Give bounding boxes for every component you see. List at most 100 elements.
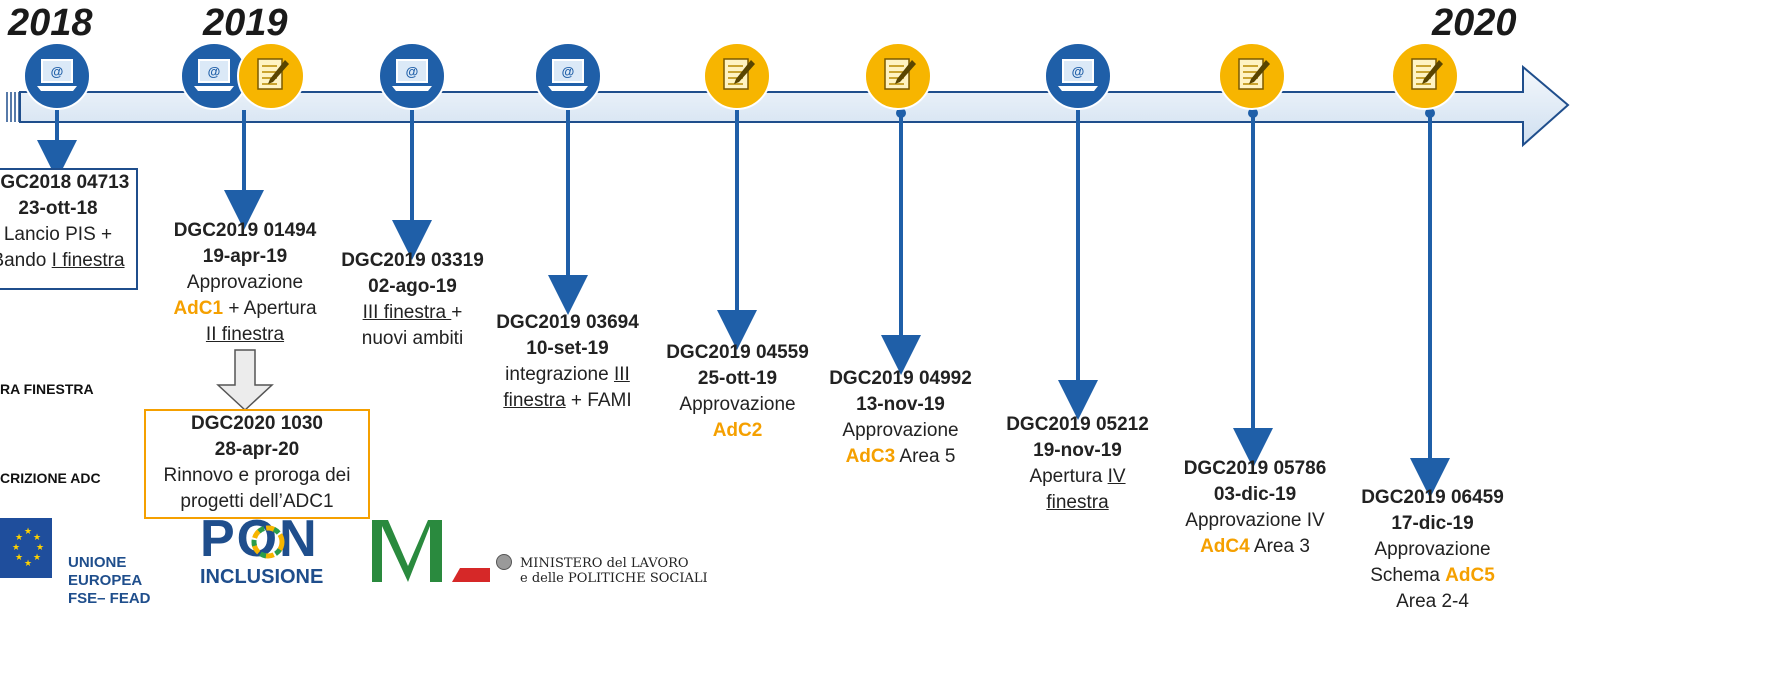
event-description-line: progetti dell’ADC1 [146,489,368,515]
event-date: 25-ott-19 [697,368,778,389]
svg-text:@: @ [406,64,419,79]
year-2020: 2020 [1432,2,1517,44]
event-description-line: AdC1 + Apertura [160,296,330,322]
document-pen-icon [703,42,771,110]
event-date: 02-ago-19 [368,276,457,297]
event-description-line: Approvazione [160,270,330,296]
event-date: 19-apr-19 [202,246,288,267]
svg-text:★: ★ [24,558,32,568]
event-description-line: Approvazione [655,392,820,418]
ministry-label-1: MINISTERO del LAVORO [520,556,689,571]
event-description-line: Apertura IV [995,464,1160,490]
description-text: III finestra [362,302,452,323]
event-description-line: Approvazione IV [1170,508,1340,534]
event-description-line: Area 2-4 [1350,589,1515,615]
description-text: Apertura [1029,466,1108,487]
event-code: DGC2019 03319 [341,250,484,271]
description-text: Rinnovo e proroga dei [163,465,351,486]
event-code: DGC2019 04992 [829,368,972,389]
pon-label: PON [200,510,319,568]
event-date: 17-dic-19 [1391,513,1474,534]
svg-text:@: @ [208,64,221,79]
event-code: DGC2019 06459 [1361,487,1504,508]
eu-flag-icon [0,518,52,578]
legend-finestra: RA FINESTRA [0,381,94,397]
description-text: IV [1107,466,1126,487]
description-text: Lancio PIS + [3,224,113,245]
extension-arrow [216,349,274,412]
event-description-line: Schema AdC5 [1350,563,1515,589]
svg-text:★: ★ [33,552,41,562]
description-text: Area 3 [1249,536,1310,557]
laptop-icon: @ [534,42,602,110]
description-text: Bando [0,250,47,271]
svg-text:★: ★ [33,532,41,542]
description-text: + [451,302,463,323]
event-description-line: finestra + FAMI [485,388,650,414]
description-text: + Apertura [223,298,317,319]
ministry-label-2: e delle POLITICHE SOCIALI [520,571,708,586]
eu-logo: ★★★ ★★★ ★★ UNIONE EUROPEA FSE– FEAD [0,518,190,607]
legend-adc: CRIZIONE ADC [0,470,101,486]
description-text: Approvazione [842,420,959,441]
event-code: DGC2019 05212 [1006,414,1149,435]
ministry-logo: MINISTERO del LAVORO e delle POLITICHE S… [368,516,708,588]
event-date: 13-nov-19 [856,394,945,415]
description-text: Approvazione [186,272,304,293]
event-description-line: integrazione III [485,362,650,388]
adc-highlight: AdC2 [712,420,763,441]
event-date: 28-apr-20 [214,439,300,460]
description-text: progetti dell’ADC1 [180,491,334,512]
document-pen-icon [1218,42,1286,110]
description-text: I finestra [51,250,125,271]
event-code: DGC2019 03694 [496,312,639,333]
svg-text:@: @ [1072,64,1085,79]
svg-text:@: @ [562,64,575,79]
pon-inclusione-logo: PON INCLUSIONE [200,512,340,588]
description-text: Approvazione [679,394,796,415]
laptop-icon: @ [378,42,446,110]
event-description-line: Approvazione [818,418,983,444]
document-pen-icon [237,42,305,110]
adc-highlight: AdC4 [1200,536,1250,557]
description-text: finestra [503,390,566,411]
document-pen-icon [864,42,932,110]
event-date: 19-nov-19 [1033,440,1122,461]
event-description-line: Approvazione [1350,537,1515,563]
document-pen-icon [1391,42,1459,110]
event-date: 03-dic-19 [1213,484,1297,505]
adc-highlight: AdC3 [845,446,896,467]
description-text: nuovi ambiti [361,328,464,349]
adc-highlight: AdC5 [1445,565,1495,586]
svg-text:★: ★ [15,532,23,542]
event-description-line: Bando I finestra [0,248,136,274]
eu-label-1: UNIONE EUROPEA [68,554,143,589]
inclusione-label: INCLUSIONE [200,566,324,588]
description-text: III [613,364,630,385]
description-text: Area 5 [895,446,956,467]
description-text: Approvazione [1374,539,1491,560]
event-description-line: AdC3 Area 5 [818,444,983,470]
event-date: 10-set-19 [526,338,609,359]
laptop-icon: @ [23,42,91,110]
event-code: DGC2019 01494 [173,220,317,241]
description-text: II finestra [205,324,285,345]
event-description-line: finestra [995,490,1160,516]
svg-text:★: ★ [24,526,32,536]
description-text: + FAMI [565,390,632,411]
event-description-line: AdC4 Area 3 [1170,534,1340,560]
svg-text:★: ★ [36,542,44,552]
description-text: Area 2-4 [1396,591,1469,612]
ministry-emblem-icon [496,554,512,570]
event-description-line: nuovi ambiti [330,326,495,352]
eu-label-2: FSE– FEAD [68,590,151,607]
arrow-tail-stripes [6,92,20,122]
